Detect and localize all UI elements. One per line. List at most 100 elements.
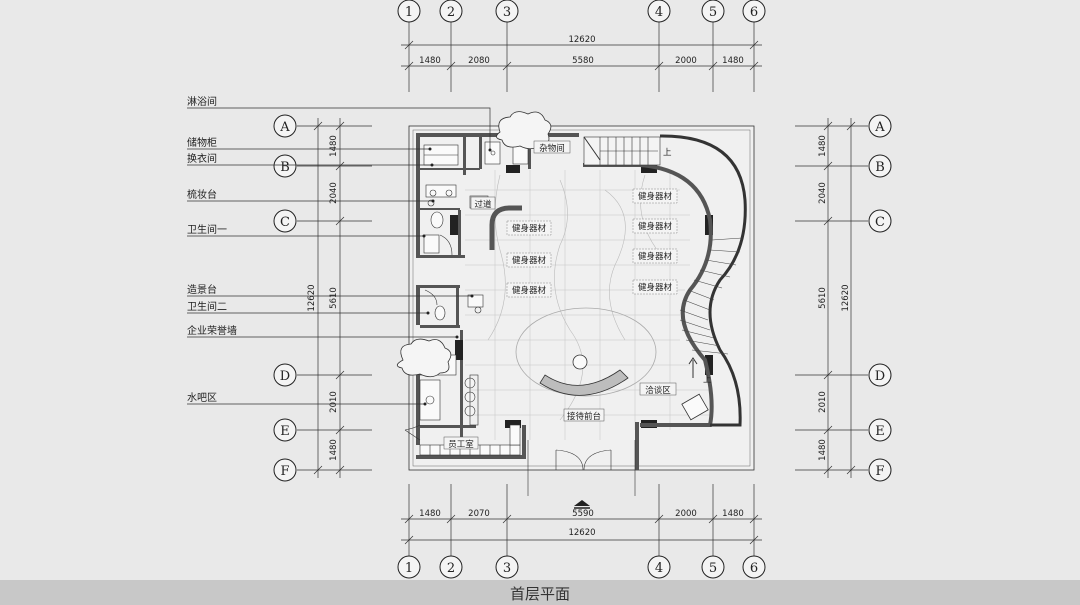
- axis-label-C-right: C: [875, 215, 885, 230]
- axis-label-F-left: F: [280, 464, 289, 479]
- axis-label-3-bottom: 3: [503, 561, 511, 576]
- walls: [416, 133, 747, 470]
- stair-up-label-lower: 上: [703, 375, 712, 385]
- equipment-label-1: 健身器材: [512, 223, 547, 234]
- axis-label-B-right: B: [875, 160, 885, 175]
- axis-label-6-bottom: 6: [750, 561, 758, 576]
- dim-right-seg-2: 2040: [818, 182, 828, 204]
- axis-marker-2-bottom: [439, 555, 463, 579]
- axis-marker-F-left: [273, 458, 297, 482]
- dim-bottom-seg-5: 1480: [722, 509, 744, 519]
- axis-marker-3-top: [495, 0, 519, 23]
- dim-left-seg-5: 1480: [329, 439, 339, 461]
- row-axis-left: A B C D E F 12620 1480 2040 5610 2010 14…: [273, 114, 372, 482]
- axis-marker-E-right: [868, 418, 892, 442]
- axis-marker-1-bottom: [397, 555, 421, 579]
- column-axis-bottom: 1 2 3 4 5 6: [397, 484, 766, 579]
- column-axis-top: 1 2 3 4 5 6: [397, 0, 766, 92]
- axis-label-C-left: C: [280, 215, 290, 230]
- axis-label-6-top: 6: [750, 5, 758, 20]
- dim-left-seg-4: 2010: [329, 391, 339, 413]
- axis-label-A-right: A: [874, 120, 885, 135]
- dim-right-seg-1: 1480: [818, 135, 828, 157]
- equipment-label-6: 健身器材: [638, 251, 673, 262]
- axis-marker-A-left: [273, 114, 297, 138]
- axis-label-A-left: A: [279, 120, 290, 135]
- axis-marker-6-bottom: [742, 555, 766, 579]
- axis-marker-E-left: [273, 418, 297, 442]
- callout-water-bar: 水吧区: [187, 392, 217, 404]
- axis-marker-F-right: [868, 458, 892, 482]
- axis-marker-6-top: [742, 0, 766, 23]
- dim-bottom-total: 12620: [568, 528, 595, 538]
- dimension-bottom: 1480 2070 5590 2000 1480 12620: [401, 500, 762, 545]
- callout-leaders: [187, 107, 492, 406]
- callout-shower-room: 淋浴间: [187, 95, 217, 108]
- axis-label-B-left: B: [280, 160, 290, 175]
- axis-label-4-bottom: 4: [655, 561, 663, 576]
- axis-label-D-left: D: [280, 369, 290, 384]
- axis-marker-3-bottom: [495, 555, 519, 579]
- axis-label-4-top: 4: [655, 5, 663, 20]
- dim-left-total: 12620: [307, 284, 317, 311]
- callout-restroom-2: 卫生间二: [187, 300, 227, 313]
- reception-desk: [539, 354, 629, 396]
- row-axis-right: A B C D E F 1480 2040 5610 2010 1480 126…: [795, 114, 892, 482]
- dim-left-seg-2: 2040: [329, 182, 339, 204]
- dim-right-seg-4: 2010: [818, 391, 828, 413]
- axis-label-2-bottom: 2: [447, 561, 455, 576]
- axis-label-3-top: 3: [503, 5, 511, 20]
- equipment-label-5: 健身器材: [638, 221, 673, 232]
- axis-marker-A-right: [868, 114, 892, 138]
- dim-right-seg-3: 5610: [818, 287, 828, 309]
- axis-label-E-right: E: [875, 424, 885, 439]
- stair-up-label: 上: [663, 148, 672, 158]
- dim-top-seg-3: 5580: [572, 56, 594, 66]
- room-lounge-label: 洽谈区: [645, 385, 671, 396]
- axis-label-E-left: E: [280, 424, 290, 439]
- callout-labels: 淋浴间 储物柜 换衣间 梳妆台 卫生间一 造景台 卫生间二 企业荣誉墙 水吧区: [187, 95, 237, 404]
- callout-honor-wall: 企业荣誉墙: [187, 324, 237, 337]
- callout-vanity: 梳妆台: [187, 188, 217, 201]
- axis-label-1-bottom: 1: [405, 561, 413, 576]
- callout-landscape-stand: 造景台: [187, 283, 217, 296]
- axis-marker-1-top: [397, 0, 421, 23]
- room-corridor-label: 过道: [474, 199, 492, 210]
- axis-label-1-top: 1: [405, 5, 413, 20]
- axis-marker-D-left: [273, 363, 297, 387]
- equipment-label-3: 健身器材: [512, 285, 547, 296]
- axis-marker-C-left: [273, 209, 297, 233]
- axis-marker-C-right: [868, 209, 892, 233]
- dimension-top: 12620 1480 2080 5580 2000 1480: [401, 35, 762, 71]
- staircase: [583, 136, 743, 378]
- room-reception-label: 接待前台: [567, 411, 601, 422]
- dim-top-total: 12620: [568, 35, 595, 45]
- column: [705, 355, 713, 375]
- drawing-title: 首层平面: [509, 585, 570, 603]
- column: [505, 420, 521, 428]
- dim-top-seg-2: 2080: [468, 56, 490, 66]
- floor-plan-drawing: 1 2 3 4 5 6 12620 1480 2080 5580 2000 14…: [187, 0, 892, 579]
- room-labels: 杂物间 过道 健身器材 健身器材 健身器材 健身器材 健身器材 健身器材 健身器…: [443, 140, 678, 450]
- axis-marker-D-right: [868, 363, 892, 387]
- axis-label-2-top: 2: [447, 5, 455, 20]
- equipment-label-4: 健身器材: [638, 191, 673, 202]
- axis-marker-4-bottom: [647, 555, 671, 579]
- axis-marker-5-top: [701, 0, 725, 23]
- axis-label-5-top: 5: [709, 5, 717, 20]
- axis-marker-5-bottom: [701, 555, 725, 579]
- dim-left-seg-1: 1480: [329, 135, 339, 157]
- callout-changing-room: 换衣间: [187, 152, 217, 165]
- axis-label-D-right: D: [875, 369, 885, 384]
- callout-locker: 储物柜: [187, 136, 217, 149]
- dim-bottom-seg-3: 5590: [572, 509, 594, 519]
- axis-marker-B-left: [273, 154, 297, 178]
- callout-restroom-1: 卫生间一: [187, 223, 227, 236]
- dim-top-seg-5: 1480: [722, 56, 744, 66]
- plant-decoration: [396, 111, 552, 378]
- dim-top-seg-4: 2000: [675, 56, 697, 66]
- dim-bottom-seg-1: 1480: [419, 509, 441, 519]
- lounge-furniture: [681, 393, 709, 421]
- column: [450, 215, 458, 235]
- column: [506, 165, 520, 173]
